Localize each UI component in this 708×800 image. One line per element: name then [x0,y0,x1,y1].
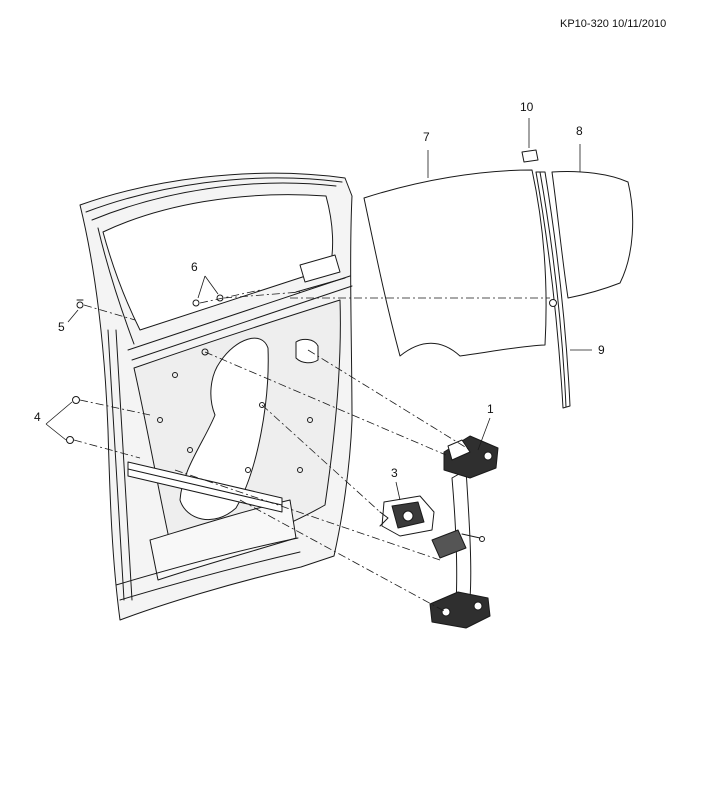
window-opening [102,194,334,331]
channel-clip [521,149,539,163]
callout-3: 3 [391,466,398,480]
callout-8: 8 [576,124,583,138]
door-shell [79,172,353,621]
fastener-6a [192,299,200,307]
regulator-motor [379,495,435,537]
belt-line [127,275,351,351]
callout-4: 4 [34,410,41,424]
fastener-5 [76,301,84,309]
leader-lines [45,118,592,501]
callout-6: 6 [191,260,198,274]
callout-5: 5 [58,320,65,334]
callout-9: 9 [598,343,605,357]
alignment-lines [73,289,550,613]
callout-10: 10 [520,100,534,114]
callout-1: 1 [487,402,494,416]
fixed-quarter-glass [551,171,634,299]
callout-7: 7 [423,130,430,144]
main-door-glass [363,169,547,357]
fastener-4a [72,396,80,404]
access-opening [179,337,269,520]
fasteners [66,294,224,444]
window-regulator [429,435,499,629]
reference-code: KP10-320 10/11/2010 [560,18,667,30]
division-channel [535,171,571,409]
fastener-4b [66,436,74,444]
